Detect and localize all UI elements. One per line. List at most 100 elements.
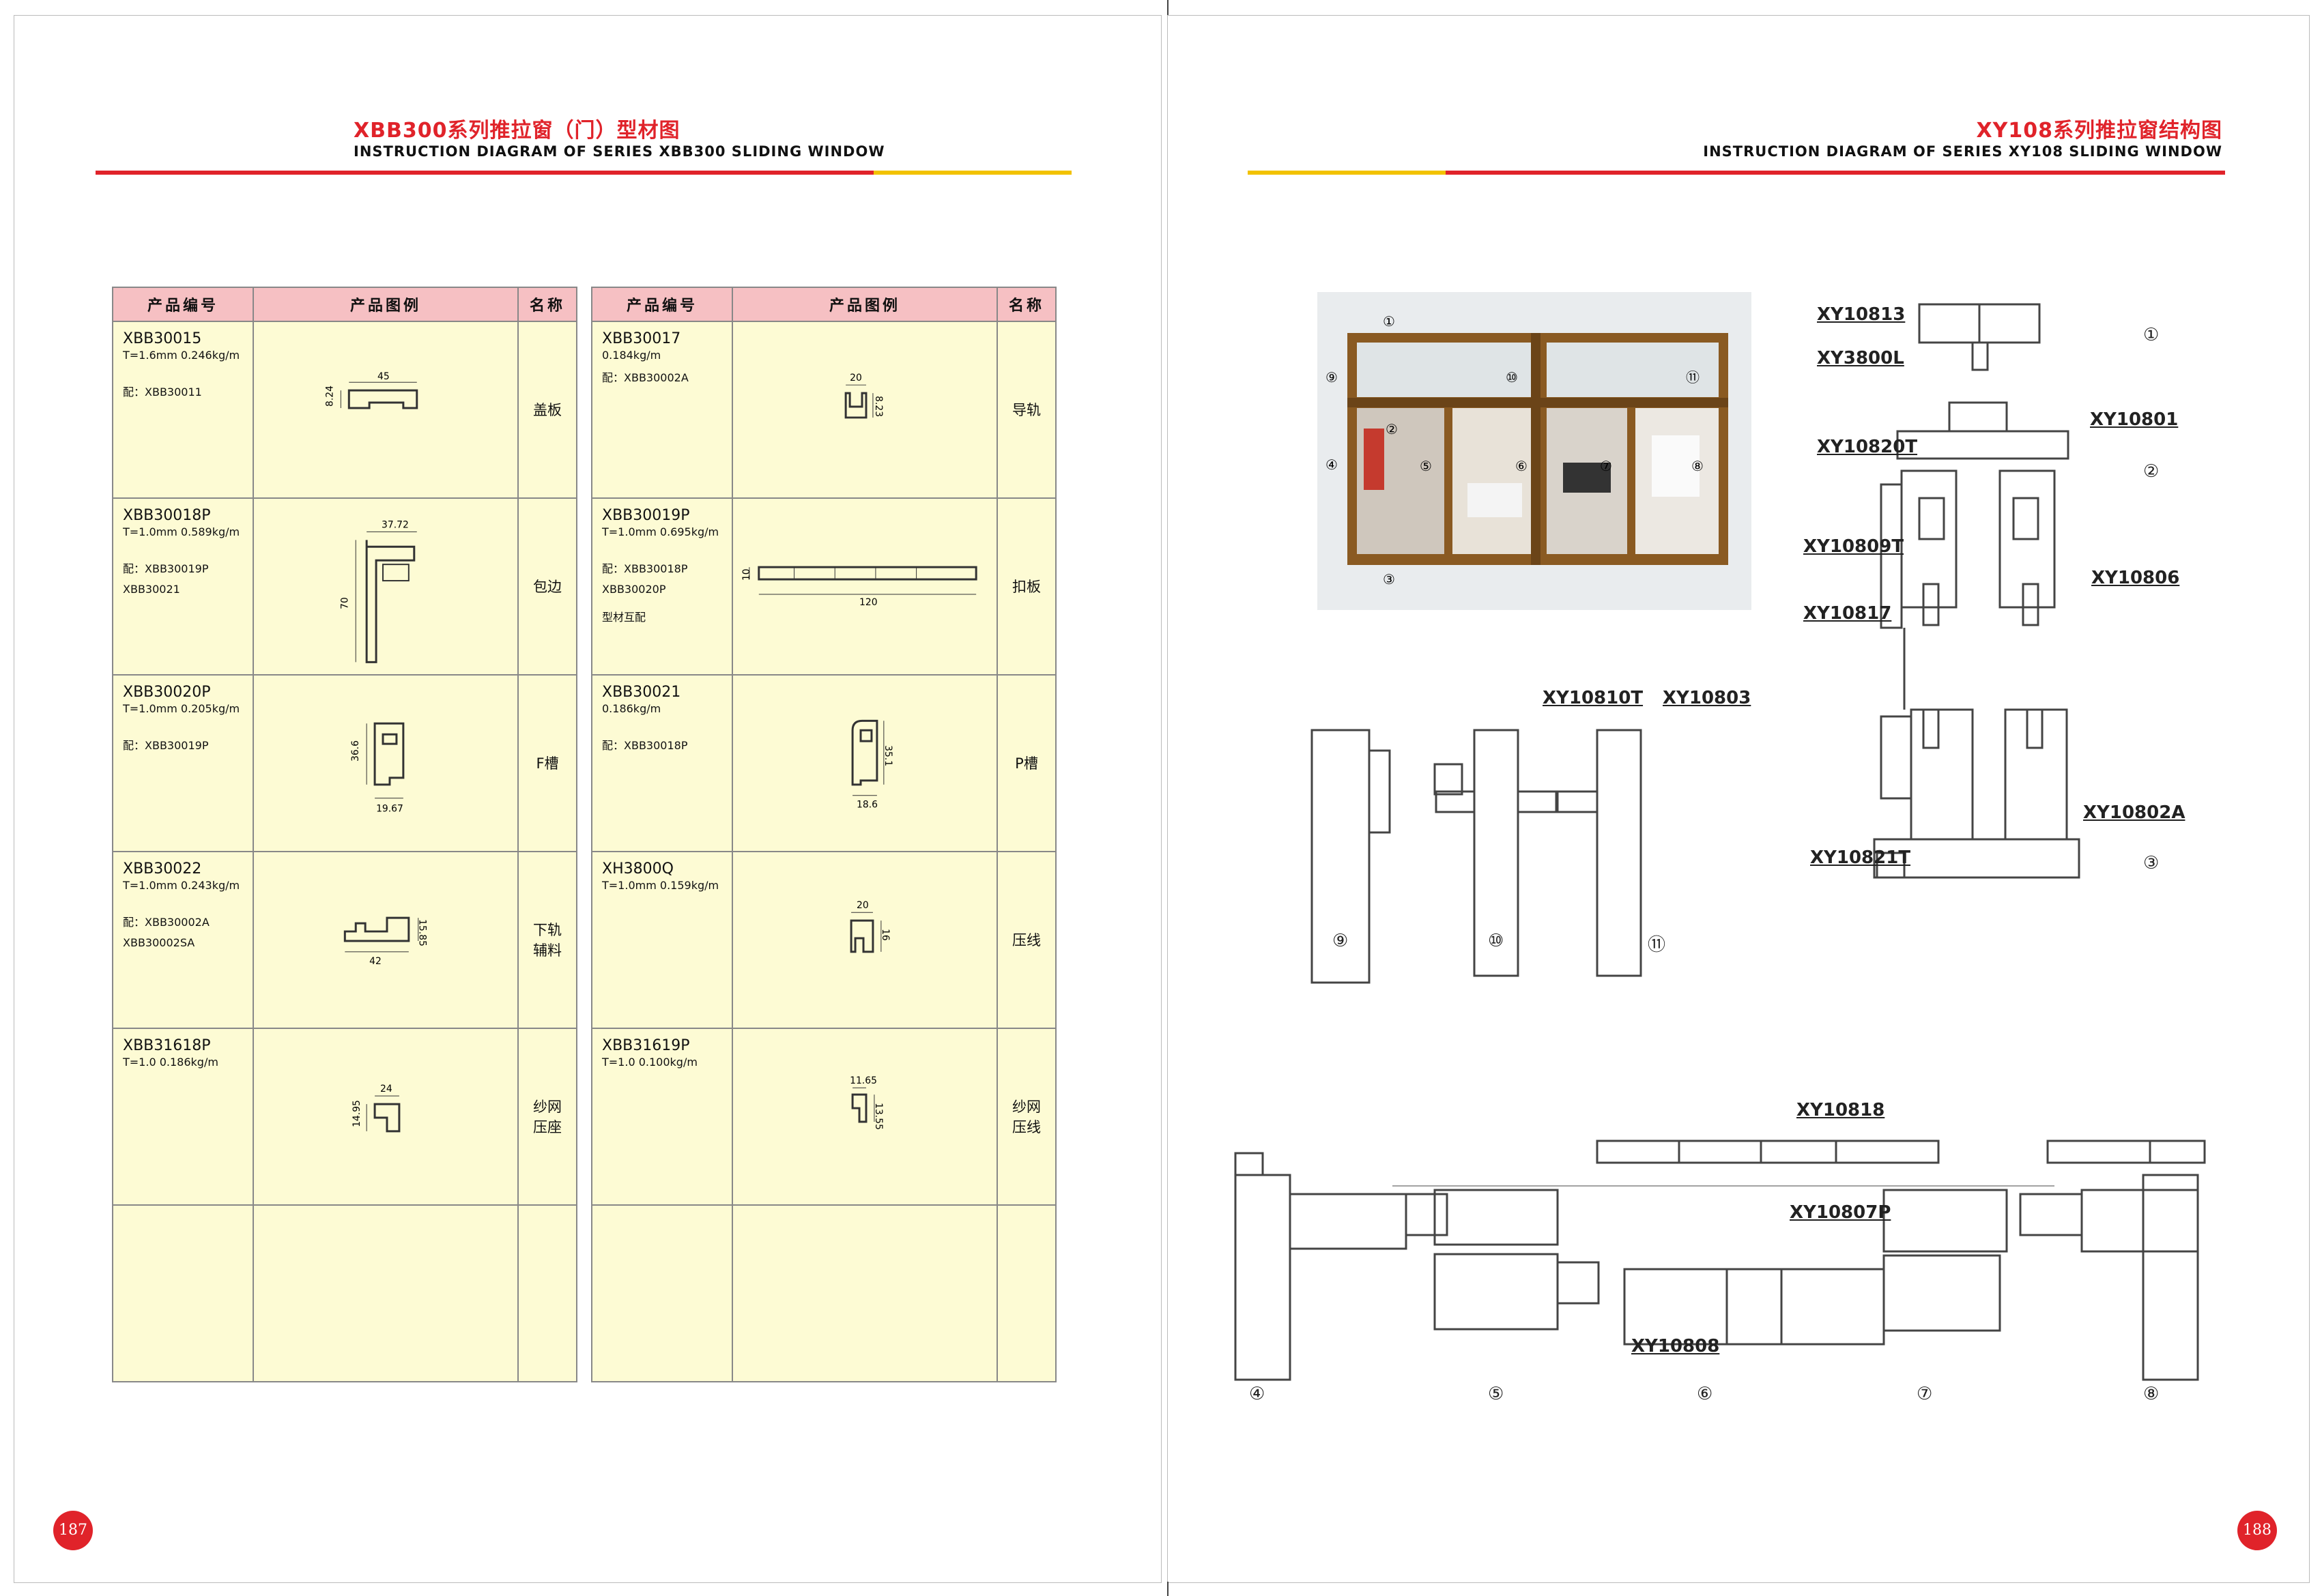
- callout-label: XY10820T: [1817, 437, 1918, 457]
- crop-mark-bottom: [1167, 1582, 1169, 1596]
- product-spec: T=1.6mm 0.246kg/m: [123, 349, 240, 362]
- left-header-rule-yellow: [874, 171, 1072, 175]
- product-code: XBB31618P: [123, 1037, 211, 1054]
- product-name: 盖板: [533, 401, 562, 418]
- profile-drawing-svg: 208.23: [844, 373, 884, 419]
- photo-marker: ①: [1383, 313, 1395, 330]
- dim-label: 20: [857, 900, 869, 911]
- dim-label: 11.65: [850, 1075, 877, 1086]
- photo-marker: ⑦: [1600, 458, 1612, 474]
- profile-drawing: 42 15.85: [253, 851, 519, 1029]
- dim-label: 20: [850, 373, 862, 383]
- product-name: F槽: [536, 755, 559, 772]
- section-drawings: [1234, 303, 2206, 1381]
- product-name: 压线: [1012, 931, 1041, 948]
- callout-label: XY10806: [2091, 568, 2180, 588]
- product-spec: T=1.0mm 0.695kg/m: [602, 525, 719, 538]
- callout-label: XY10803: [1663, 688, 1751, 708]
- product-spec: 0.184kg/m: [602, 349, 661, 362]
- product-name-cell: 下轨 辅料: [517, 851, 577, 1029]
- product-name-cell: 包边: [517, 497, 577, 676]
- col-header-name: 名称: [517, 287, 577, 322]
- callout-label: XY10821T: [1810, 847, 1911, 868]
- photo-marker: ④: [1325, 456, 1338, 473]
- product-code: XBB30017: [602, 330, 681, 347]
- photo-marker: ⑪: [1686, 369, 1700, 386]
- section-marker: ③: [2143, 853, 2160, 873]
- col-header-code: 产品编号: [591, 287, 733, 322]
- product-name-cell: 压线: [997, 851, 1057, 1029]
- section-marker: ⑦: [1917, 1384, 1933, 1404]
- photo-marker: ②: [1386, 421, 1398, 437]
- section-marker: ⑩: [1488, 931, 1504, 951]
- dim-label: 14.95: [352, 1100, 362, 1127]
- product-name-cell: F槽: [517, 674, 577, 852]
- table-row-empty: [112, 1204, 577, 1382]
- product-name-cell: 扣板: [997, 497, 1057, 676]
- right-page-number: 188: [2237, 1511, 2277, 1550]
- product-name: 纱网 压线: [1012, 1098, 1041, 1135]
- section-marker: ①: [2143, 325, 2160, 345]
- dim-label: 42: [369, 956, 382, 967]
- photo-marker: ⑧: [1691, 458, 1704, 474]
- callout-label: XY10813: [1817, 304, 1906, 325]
- callout-label: XY10809T: [1803, 536, 1904, 557]
- section-marker: ⑪: [1648, 935, 1666, 955]
- product-spec: T=1.0 0.100kg/m: [602, 1056, 698, 1069]
- left-title-en: INSTRUCTION DIAGRAM OF SERIES XBB300 SLI…: [354, 143, 885, 160]
- dim-label: 15.85: [417, 919, 428, 946]
- callout-label: XY3800L: [1817, 348, 1904, 368]
- right-page-border: [1167, 15, 2310, 1583]
- section-marker: ⑥: [1697, 1384, 1713, 1404]
- product-pair: 配：XBB30019P XBB30021: [123, 562, 209, 596]
- photo-marker: ⑥: [1515, 458, 1528, 474]
- dim-label: 35.1: [883, 745, 893, 766]
- product-pair: 配：XBB30019P: [123, 739, 209, 752]
- dim-label: 19.67: [376, 804, 403, 815]
- left-page-number: 187: [53, 1511, 93, 1550]
- product-name-cell: 盖板: [517, 321, 577, 499]
- product-code: XH3800Q: [602, 860, 674, 877]
- product-name-cell: 导轨: [997, 321, 1057, 499]
- dim-label: 120: [859, 597, 878, 608]
- callout-label: XY10801: [2090, 409, 2179, 430]
- section-marker: ⑨: [1332, 931, 1349, 951]
- product-name: 下轨 辅料: [533, 921, 562, 959]
- product-pair: 配：XBB30002A: [602, 371, 689, 384]
- product-info: XBB30017 0.184kg/m 配：XBB30002A: [591, 321, 733, 499]
- product-name: 导轨: [1012, 401, 1041, 418]
- product-name-cell: 纱网 压线: [997, 1028, 1057, 1206]
- callout-label: XY10818: [1796, 1100, 1885, 1120]
- callout-label: XY10808: [1631, 1336, 1720, 1356]
- product-name-cell: P槽: [997, 674, 1057, 852]
- callout-label: XY10817: [1803, 603, 1892, 624]
- photo-marker: ⑨: [1325, 369, 1338, 386]
- product-name: 包边: [533, 578, 562, 595]
- col-header-figure: 产品图例: [732, 287, 998, 322]
- dim-label: 16: [880, 929, 891, 941]
- table-row-empty: [591, 1204, 1057, 1382]
- product-name: 扣板: [1012, 578, 1041, 595]
- product-code: XBB30022: [123, 860, 202, 877]
- callout-label: XY10810T: [1543, 688, 1644, 708]
- col-header-figure: 产品图例: [253, 287, 519, 322]
